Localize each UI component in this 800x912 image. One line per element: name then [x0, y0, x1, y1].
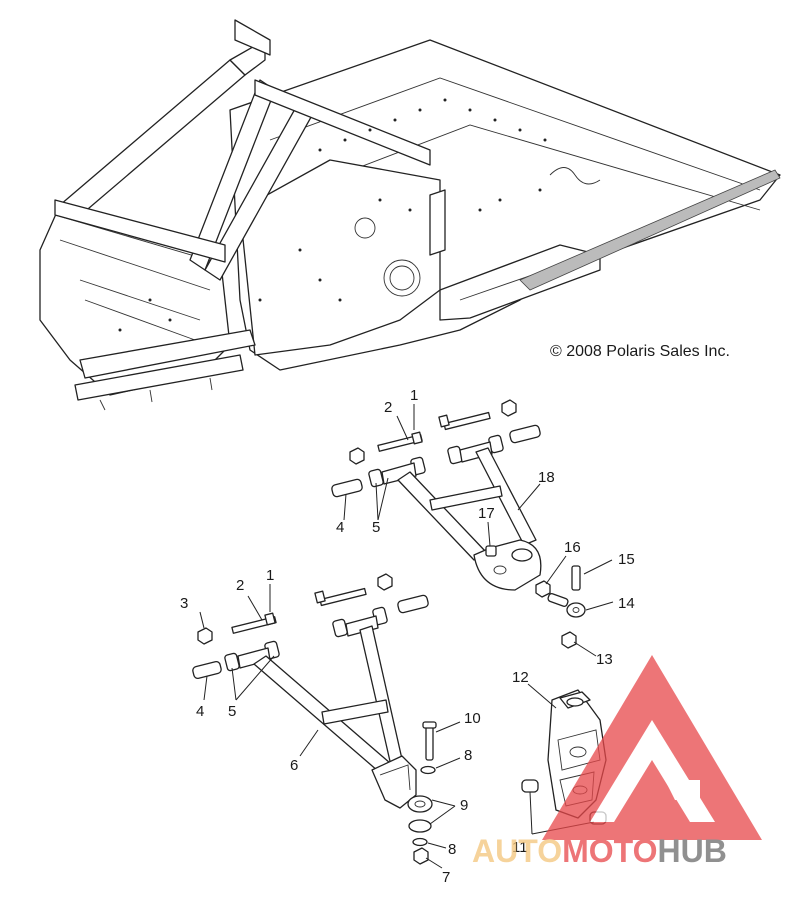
- callout-lower-5: 5: [228, 703, 236, 720]
- callout-upper-14: 14: [618, 595, 635, 612]
- lower-castle-nut: [413, 847, 429, 865]
- upper-nut-rear: [501, 399, 517, 417]
- lower-washer-upper: [420, 765, 436, 775]
- upper-jam-nut: [561, 631, 577, 649]
- callout-upper-5: 5: [372, 519, 380, 536]
- callout-lower-6: 6: [290, 757, 298, 774]
- copyright-text: © 2008 Polaris Sales Inc.: [550, 343, 730, 360]
- callout-lower-7: 7: [442, 869, 450, 886]
- lower-shock-bolt: [425, 725, 434, 761]
- upper-sleeve-rear: [509, 424, 541, 444]
- lower-snap-ring: [408, 819, 432, 833]
- watermark-logo: AUTOMOTOHUB: [472, 655, 762, 869]
- upper-sleeve-front: [331, 478, 363, 498]
- upper-ball-joint-insert: [485, 545, 497, 557]
- callout-upper-2: 2: [384, 399, 392, 416]
- callout-upper-15: 15: [618, 551, 635, 568]
- watermark-triangle-icon: [542, 655, 762, 840]
- lower-a-arm-assembly: [192, 573, 437, 865]
- upper-leaders: [343, 404, 614, 657]
- callout-lower-2: 2: [236, 577, 244, 594]
- lower-sleeve-front: [192, 660, 222, 680]
- callout-upper-17: 17: [478, 505, 495, 522]
- upper-tie-rod-nut: [535, 580, 551, 598]
- callout-upper-18: 18: [538, 469, 555, 486]
- callout-lower-3: 3: [180, 595, 188, 612]
- callout-upper-13: 13: [596, 651, 613, 668]
- callout-lower-8-lower: 8: [448, 841, 456, 858]
- callout-spindle-12: 12: [512, 669, 529, 686]
- lower-washer-lower: [412, 837, 428, 847]
- lower-sleeve-rear: [397, 594, 429, 614]
- lower-nut-front: [197, 627, 213, 645]
- watermark-text-auto: AUTOMOTOHUB: [472, 833, 727, 869]
- callout-labels: 1 2 4 5 18 17 16 15 14 13 3 2 1 4 5 6 10…: [180, 387, 635, 886]
- spindle-bushing-upper: [521, 779, 539, 793]
- lower-bolt-rear: [314, 587, 367, 607]
- callout-lower-10: 10: [464, 710, 481, 727]
- upper-pin: [571, 565, 581, 591]
- callout-lower-9: 9: [460, 797, 468, 814]
- lower-nut-rear: [377, 573, 393, 591]
- callout-upper-1: 1: [410, 387, 418, 404]
- upper-rod-end: [547, 593, 586, 618]
- upper-bolt-front: [377, 431, 423, 452]
- callout-lower-1: 1: [266, 567, 274, 584]
- callout-upper-4: 4: [336, 519, 344, 536]
- upper-a-arm-assembly: [331, 399, 586, 649]
- callout-lower-8-upper: 8: [464, 747, 472, 764]
- callout-spindle-11: 11: [512, 839, 528, 856]
- chassis-frame: [39, 19, 781, 411]
- lower-leaders: [199, 584, 461, 869]
- upper-nut-front: [349, 447, 365, 465]
- callout-upper-16: 16: [564, 539, 581, 556]
- callout-lower-4: 4: [196, 703, 204, 720]
- lower-bolt-front: [231, 612, 277, 634]
- upper-bolt-rear: [438, 411, 491, 431]
